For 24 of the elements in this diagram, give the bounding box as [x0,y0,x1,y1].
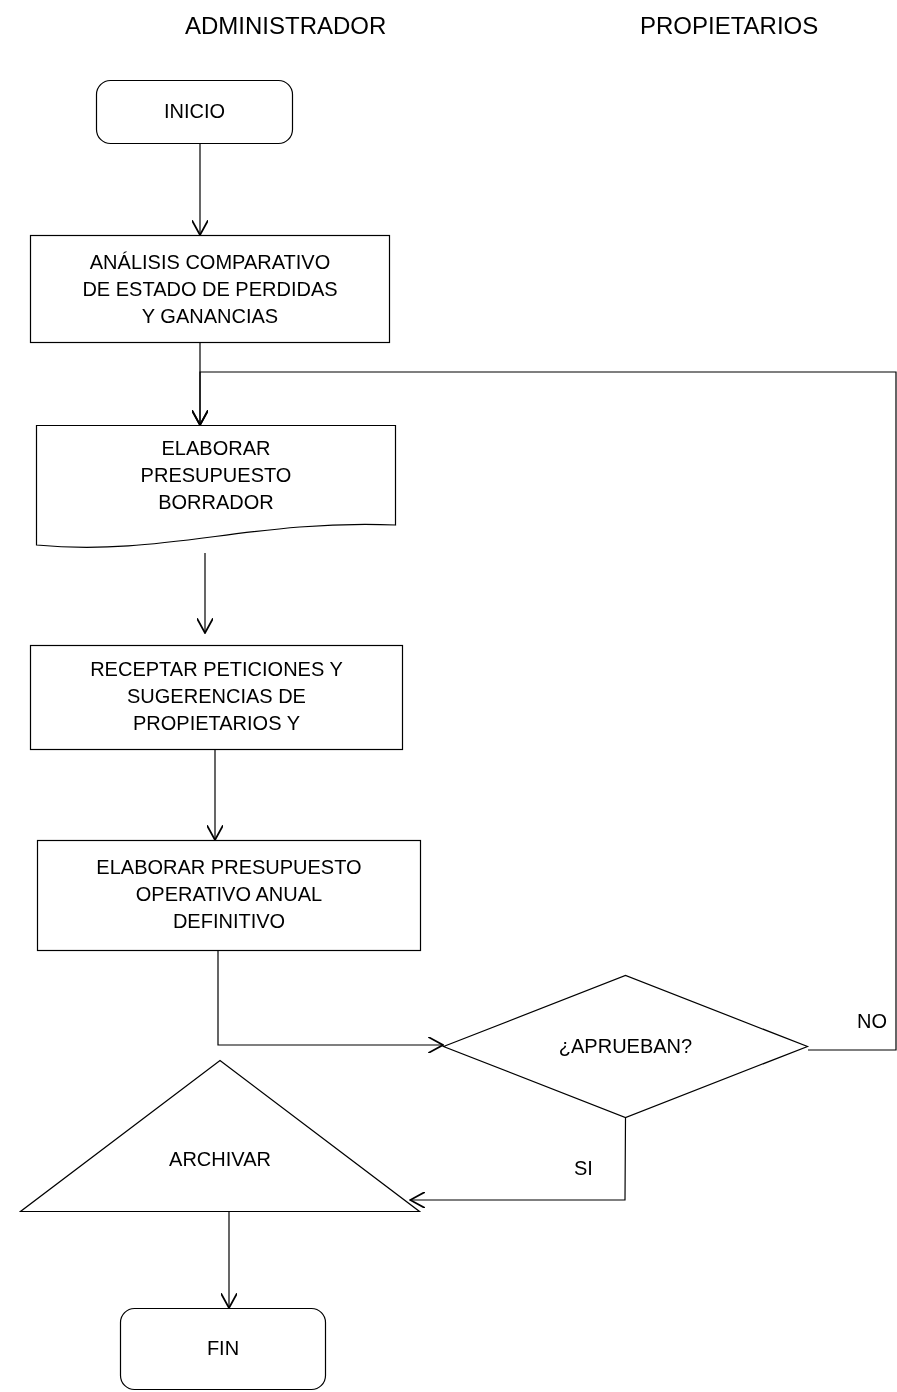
arrow [220,1211,238,1309]
arrow [217,950,444,1054]
node-label: FIN [205,1336,241,1361]
column-heading: ADMINISTRADOR [185,12,387,40]
node-label: ¿APRUEBAN? [557,1034,694,1059]
arrow [206,749,224,841]
arrow [409,1117,627,1209]
arrow [196,552,214,634]
process-box [37,840,421,951]
decision-diamond [443,975,808,1118]
node-label: ELABORAR PRESUPUESTO BORRADOR [139,436,293,515]
process-box [30,235,390,343]
archive-triangle [20,1060,420,1212]
arrow [191,371,897,1051]
node-label: ANÁLISIS COMPARATIVO DE ESTADO DE PERDIDAS Y GANANCIAS [81,250,339,329]
node-label: INICIO [162,99,227,124]
node-label: ARCHIVAR [168,1147,272,1172]
end-terminal [120,1308,326,1390]
node-label: ELABORAR PRESUPUESTO OPERATIVO ANUAL DEFINITIVO [95,855,363,934]
process-box [30,645,403,750]
column-heading: PROPIETARIOS [640,12,819,40]
arrow [191,143,209,236]
node-label: RECEPTAR PETICIONES Y SUGERENCIAS DE PROPIETARIOS Y [89,657,344,736]
start-terminal [96,80,293,144]
